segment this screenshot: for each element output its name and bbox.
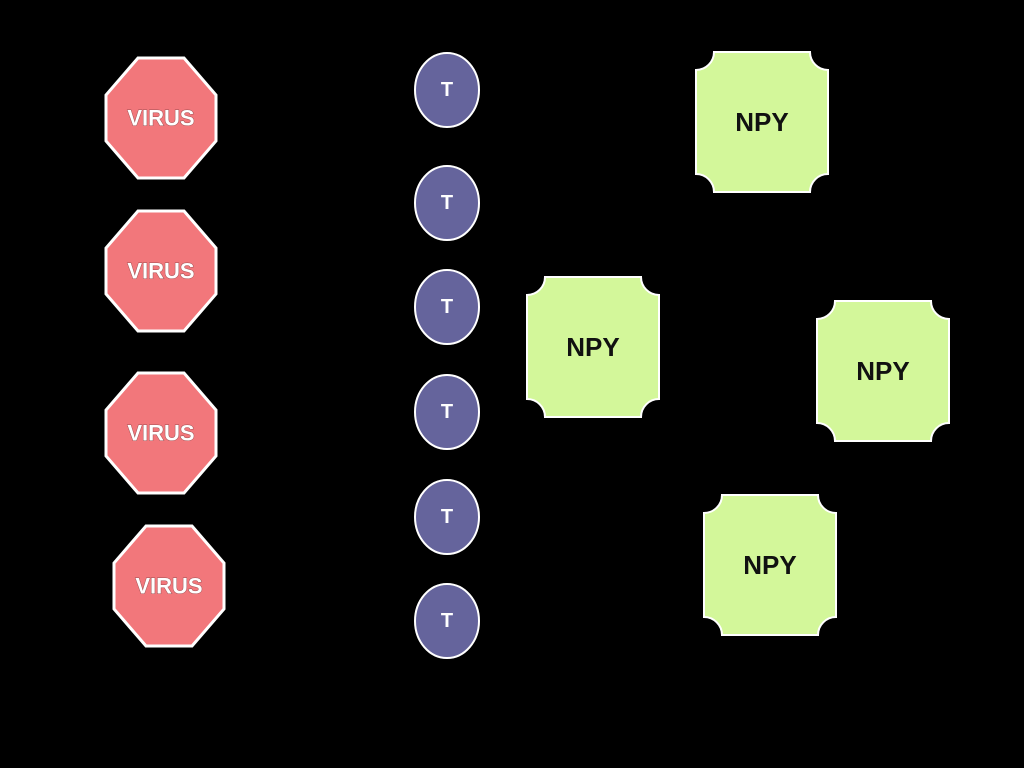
npy-shape <box>526 276 660 418</box>
npy-shape <box>816 300 950 442</box>
npy-label: NPY <box>743 550 796 580</box>
t-cell-node: T <box>414 52 480 128</box>
virus-label: VIRUS <box>127 259 194 284</box>
npy-label: NPY <box>735 107 788 137</box>
t-cell-shape <box>414 583 480 659</box>
virus-octagon-shape <box>112 524 226 648</box>
t-cell-node: T <box>414 374 480 450</box>
t-cell-label: T <box>441 506 453 528</box>
npy-label: NPY <box>566 332 619 362</box>
virus-octagon-shape <box>104 371 218 495</box>
virus-label: VIRUS <box>127 421 194 446</box>
virus-node: VIRUS <box>104 371 218 495</box>
t-cell-node: T <box>414 583 480 659</box>
t-cell-label: T <box>441 79 453 101</box>
npy-node: NPY <box>526 276 660 418</box>
npy-node: NPY <box>695 51 829 193</box>
t-cell-label: T <box>441 192 453 214</box>
virus-octagon-shape <box>104 209 218 333</box>
virus-node: VIRUS <box>112 524 226 648</box>
t-cell-shape <box>414 374 480 450</box>
npy-label: NPY <box>856 356 909 386</box>
virus-node: VIRUS <box>104 56 218 180</box>
npy-shape <box>695 51 829 193</box>
t-cell-shape <box>414 269 480 345</box>
npy-shape <box>703 494 837 636</box>
t-cell-label: T <box>441 610 453 632</box>
virus-label: VIRUS <box>135 574 202 599</box>
t-cell-shape <box>414 479 480 555</box>
t-cell-label: T <box>441 401 453 423</box>
virus-label: VIRUS <box>127 106 194 131</box>
npy-node: NPY <box>703 494 837 636</box>
t-cell-shape <box>414 52 480 128</box>
npy-node: NPY <box>816 300 950 442</box>
t-cell-shape <box>414 165 480 241</box>
virus-node: VIRUS <box>104 209 218 333</box>
virus-octagon-shape <box>104 56 218 180</box>
t-cell-label: T <box>441 296 453 318</box>
t-cell-node: T <box>414 165 480 241</box>
t-cell-node: T <box>414 479 480 555</box>
t-cell-node: T <box>414 269 480 345</box>
